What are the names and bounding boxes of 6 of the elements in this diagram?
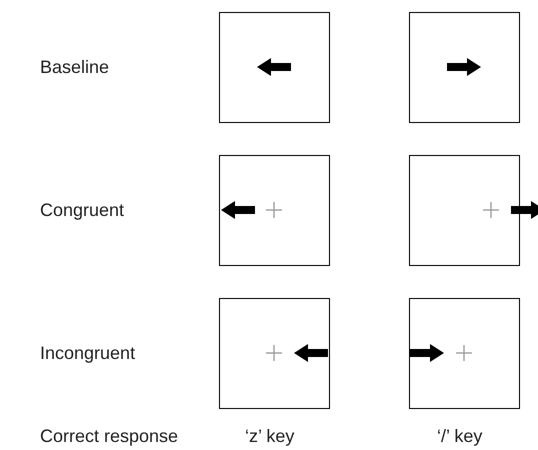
- response-key-label: ‘z’ key: [245, 425, 294, 447]
- row-label: Congruent: [40, 199, 124, 221]
- response-key-label: ‘/’ key: [437, 425, 482, 447]
- row-label: Correct response: [40, 425, 178, 447]
- row-label: Incongruent: [40, 342, 136, 364]
- row-label: Baseline: [40, 56, 110, 78]
